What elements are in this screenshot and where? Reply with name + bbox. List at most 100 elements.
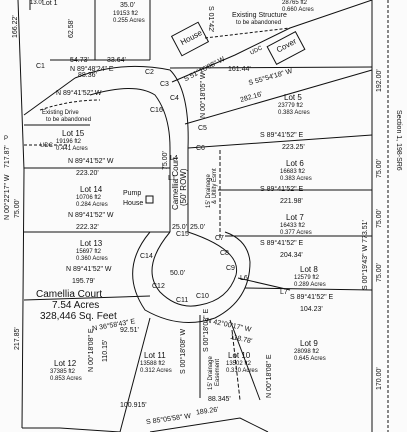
distance-label: 88.345' bbox=[208, 396, 231, 403]
lot-line-12-13 bbox=[23, 295, 151, 301]
distance-label: 75.00' bbox=[376, 159, 383, 178]
lot-1-label: Lot 1 bbox=[42, 0, 58, 7]
line-label: L4 bbox=[170, 155, 178, 162]
lot-line-11-12 bbox=[119, 317, 151, 432]
lot-line-l7 bbox=[237, 277, 291, 291]
distance-label: 62.58' bbox=[68, 19, 75, 38]
distance-label: 25.0' bbox=[172, 224, 187, 231]
curve-label: C15 bbox=[176, 231, 189, 238]
lot-line-diag-5 bbox=[184, 69, 373, 125]
subdivision-sqft: 328,446 Sq. Feet bbox=[40, 311, 117, 322]
curve-label: C6 bbox=[196, 145, 205, 152]
curve-label: C8 bbox=[220, 250, 229, 257]
lot-8-label: Lot 8 bbox=[300, 265, 318, 274]
bearing-label: N 89°41'52" W bbox=[68, 158, 114, 165]
lot-8-sqft: 12579 ft2 bbox=[294, 275, 320, 281]
distance-label: 88.36' bbox=[78, 72, 97, 79]
bearing-label: N 00°18'08" E bbox=[88, 328, 95, 372]
curve-label: C16 bbox=[150, 107, 163, 114]
distance-label: 170.00' bbox=[376, 367, 383, 390]
lot-12-label: Lot 12 bbox=[54, 359, 77, 368]
curve-label: C12 bbox=[152, 283, 165, 290]
bearing-label: S 01°42' bbox=[207, 6, 214, 33]
bearing-label: S 00°18'08" E bbox=[203, 308, 210, 352]
section-label: Section 1, 198-SR6 bbox=[395, 110, 402, 171]
lot-14-label: Lot 14 bbox=[80, 185, 103, 194]
bearing-label: S 00°19'43" W 773.51' bbox=[362, 220, 369, 290]
lot-line-north-diag bbox=[171, 0, 373, 83]
distance-label: 104.23' bbox=[300, 306, 323, 313]
utility-dash-top bbox=[204, 27, 291, 39]
lot-5-sqft: 23779 ft2 bbox=[278, 103, 304, 109]
curve-label: C11 bbox=[176, 297, 188, 304]
distance-label: 35.0' bbox=[120, 2, 135, 9]
distance-label: 92.51' bbox=[120, 327, 139, 334]
distance-label: 161.44' bbox=[228, 66, 251, 73]
cover-outline bbox=[266, 30, 306, 66]
boundary-south-se bbox=[149, 417, 269, 432]
lot-7-acres: 0.377 Acres bbox=[280, 230, 312, 236]
lot-15-acres: 0.441 Acres bbox=[56, 146, 88, 152]
lot-11-sqft: 13588 ft2 bbox=[140, 361, 166, 367]
boundary-south bbox=[22, 427, 121, 432]
pump-house-label-2: House bbox=[123, 200, 144, 207]
existing-drive bbox=[39, 99, 101, 111]
distance-label: 195.79' bbox=[72, 278, 95, 285]
lot-13-label: Lot 13 bbox=[80, 239, 103, 248]
distance-label: 54.73' bbox=[70, 57, 89, 64]
bearing-label: S 89°41'52" E bbox=[260, 186, 304, 193]
curve-label: C3 bbox=[160, 81, 169, 88]
utility-label-2: Easement bbox=[215, 358, 221, 386]
subdivision-acres: 7.54 Acres bbox=[52, 300, 100, 311]
lot-7-label: Lot 7 bbox=[286, 213, 304, 222]
distance-label: 223.25' bbox=[282, 144, 305, 151]
curve-label: C4 bbox=[170, 95, 179, 102]
lot-line-north-drive bbox=[169, 66, 373, 69]
p-label: P bbox=[4, 136, 9, 142]
distance-label: 75.00' bbox=[376, 263, 383, 282]
lot-10-label: Lot 10 bbox=[228, 351, 251, 360]
bearing-label: N 89°48'24" E bbox=[70, 66, 114, 73]
lot-9-label: Lot 9 bbox=[300, 339, 318, 348]
distance-label: 221.98' bbox=[280, 198, 303, 205]
cul-de-sac-outer bbox=[132, 231, 251, 323]
udc-label: UDC bbox=[40, 143, 53, 149]
curve-label: C14 bbox=[140, 253, 153, 260]
bearing-label: N 00°18'08" E bbox=[266, 354, 273, 398]
lot-8-acres: 0.289 Acres bbox=[294, 282, 326, 288]
subdivision-name: Camellia Court bbox=[36, 289, 103, 300]
lot-10-sqft: 13502 ft2 bbox=[226, 361, 252, 367]
distance-label: 50.0' bbox=[170, 270, 185, 277]
distance-label: 75.00' bbox=[376, 209, 383, 228]
lot-11-acres: 0.312 Acres bbox=[140, 368, 172, 374]
distance-label: 217.85' bbox=[14, 327, 21, 350]
lot-15-sqft: 19196 ft2 bbox=[56, 139, 82, 145]
distance-label: 222.32' bbox=[76, 224, 99, 231]
distance-label: 717.87' bbox=[4, 145, 11, 168]
lot-11-label: Lot 11 bbox=[144, 351, 166, 360]
lot-12-acres: 0.853 Acres bbox=[50, 376, 82, 382]
utility-label: & Utility Esmt bbox=[212, 168, 218, 204]
curve-label: C1 bbox=[36, 63, 45, 70]
distance-label: 110.15' bbox=[102, 339, 109, 362]
distance-label: 75.00' bbox=[14, 199, 21, 218]
lot-top-sqft: 28765 ft2 bbox=[282, 0, 308, 6]
lot-9-sqft: 28098 ft2 bbox=[294, 349, 320, 355]
bearing-label: S 89°41'52" E bbox=[260, 240, 304, 247]
bearing-label: S 89°41'52" E bbox=[260, 132, 304, 139]
house-outline bbox=[170, 21, 210, 57]
bearing-label: S 89°41'52" E bbox=[290, 294, 334, 301]
lot-12-sqft: 37385 ft2 bbox=[50, 369, 76, 375]
distance-label: 13.0' bbox=[30, 0, 43, 6]
distance-label: 223.20' bbox=[76, 170, 99, 177]
lot-7-sqft: 16433 ft2 bbox=[280, 223, 306, 229]
lot-line-5-6 bbox=[187, 134, 373, 149]
existing-structure-note: to be abandoned bbox=[236, 20, 282, 26]
line-label: L1 bbox=[168, 175, 176, 182]
existing-drive-label: Existing Drive bbox=[42, 110, 79, 116]
lot-6-sqft: 16683 ft2 bbox=[280, 169, 306, 175]
curve-label: C2 bbox=[145, 69, 154, 76]
street-north-curve-inner bbox=[89, 88, 171, 149]
